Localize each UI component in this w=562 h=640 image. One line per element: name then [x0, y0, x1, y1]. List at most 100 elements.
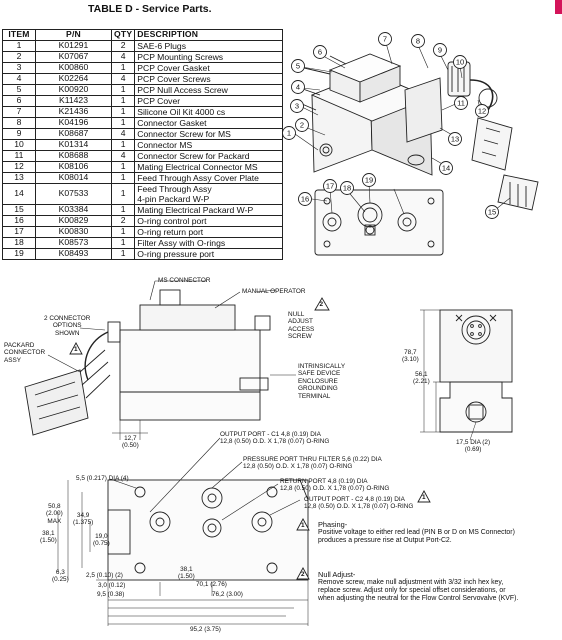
callout-circle-6 [313, 45, 327, 59]
dim-19-0: 19,0(0.75) [93, 533, 110, 548]
qty-cell: 1 [110, 248, 136, 260]
phasing-note-marker: 1 [301, 522, 305, 529]
callout-circle-7 [378, 32, 392, 46]
callout-circle-1 [282, 126, 296, 140]
callout-number-4: 4 [296, 83, 300, 92]
dim-2-5: 2,5 (0.10) (2) [86, 572, 123, 579]
callout-circle-2 [295, 118, 309, 132]
callout-number-5: 5 [296, 62, 300, 71]
callout-circle-3 [290, 99, 304, 113]
table-title: TABLE D - Service Parts. [88, 3, 212, 15]
callout-number-1: 1 [287, 129, 291, 138]
callout-circle-18 [340, 181, 354, 195]
callout-number-6: 6 [318, 48, 322, 57]
dim-50-8: 50,8(2.00)MAX [46, 503, 63, 525]
side-view [24, 280, 296, 440]
qty-cell: 1 [110, 139, 136, 151]
callout-number-8: 8 [416, 37, 420, 46]
callout-circle-8 [411, 34, 425, 48]
callout-circle-9 [433, 43, 447, 57]
callout-number-2: 2 [300, 121, 304, 130]
callout-number-16: 16 [301, 195, 309, 204]
ms-connector-label: MS CONNECTOR [158, 277, 211, 284]
callout-circle-15 [485, 205, 499, 219]
callout-number-11: 11 [457, 99, 465, 108]
callout-circle-14 [439, 161, 453, 175]
dim-38-1-vertical: 38,1(1.50) [40, 530, 57, 545]
qty-cell: 1 [110, 95, 136, 107]
page-corner-mark [555, 0, 562, 14]
callout-circle-12 [475, 104, 489, 118]
dim-70-1: 70,1 (2.76) [196, 581, 227, 588]
dim-9-5: 9,5 (0.38) [97, 591, 125, 598]
callout-number-14: 14 [442, 164, 450, 173]
pressure-port-label: PRESSURE PORT THRU FILTER 5,6 (0.22) DIA… [243, 456, 382, 471]
phasing-note-body: Positive voltage to either red lead (PIN… [318, 529, 515, 544]
callout-circle-16 [298, 192, 312, 206]
dim-6-3: 6,3(0.25) [52, 569, 69, 584]
qty-cell: 1 [110, 183, 136, 205]
callout-number-9: 9 [438, 46, 442, 55]
hole-dia-label: 5,5 (0.217) DIA (4) [76, 475, 129, 482]
manual-operator-label: MANUAL OPERATOR [242, 288, 306, 295]
dim-12-7: 12,7(0.50) [122, 435, 139, 450]
bottom-view [57, 437, 309, 626]
front-view [420, 309, 513, 441]
callout-circle-5 [291, 59, 305, 73]
description-cell: O-ring pressure port [134, 248, 284, 260]
callout-number-12: 12 [478, 107, 486, 116]
phasing-marker-c2: 1 [422, 494, 426, 501]
dim-76-2: 76,2 (3.00) [212, 591, 243, 598]
callout-number-17: 17 [326, 182, 334, 191]
null-adjust-marker: 2 [319, 301, 324, 308]
dim-34-9: 34,9(1.375) [73, 512, 94, 527]
callout-circle-10 [453, 55, 467, 69]
callout-number-15: 15 [488, 208, 496, 217]
callout-number-13: 13 [451, 135, 459, 144]
dim-38-1-horizontal: 38,1(1.50) [178, 566, 195, 581]
dim-78-7: 78,7(3.10) [402, 349, 419, 364]
null-note-marker: 2 [301, 571, 305, 578]
exploded-view [299, 53, 539, 256]
callout-circle-19 [362, 173, 376, 187]
null-adjust-note-title: Null Adjust- [318, 570, 356, 579]
callout-circle-11 [454, 96, 468, 110]
callout-number-7: 7 [383, 35, 387, 44]
callout-number-3: 3 [295, 102, 299, 111]
callout-circle-4 [291, 80, 305, 94]
qty-cell: 1 [110, 172, 136, 184]
dim-3-0: 3,0 (0.12) [98, 582, 126, 589]
callout-number-10: 10 [456, 58, 464, 67]
callout-circle-13 [448, 132, 462, 146]
callout-number-19: 19 [365, 176, 373, 185]
callout-number-18: 18 [343, 184, 351, 193]
dim-56-1: 56,1(2.21) [413, 371, 430, 386]
phasing-note-title: Phasing- [318, 520, 348, 529]
callout-circle-17 [323, 179, 337, 193]
null-adjust-note-body: Remove screw, make null adjustment with … [318, 579, 519, 602]
dim-17-5: 17,5 DIA (2)(0.69) [456, 439, 491, 454]
pn-cell: K08493 [35, 248, 112, 260]
phasing-marker-side: 1 [74, 346, 78, 353]
dim-95-2: 95,2 (3.75) [190, 626, 221, 633]
